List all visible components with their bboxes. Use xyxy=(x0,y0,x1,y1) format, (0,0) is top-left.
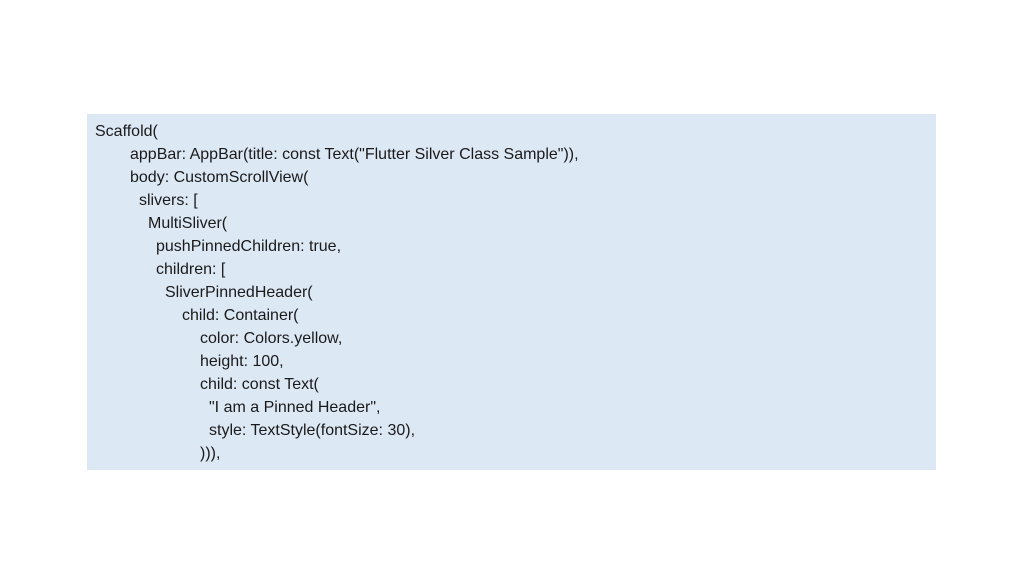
code-line-12: child: const Text( xyxy=(200,376,319,393)
code-line-2: appBar: AppBar(title: const Text("Flutte… xyxy=(130,146,579,163)
code-line-13: "I am a Pinned Header", xyxy=(209,399,381,416)
code-line-3: body: CustomScrollView( xyxy=(130,169,309,186)
code-line-4: slivers: [ xyxy=(139,192,198,209)
code-line-11: height: 100, xyxy=(200,353,284,370)
code-line-9: child: Container( xyxy=(182,307,299,324)
code-line-8: SliverPinnedHeader( xyxy=(165,284,313,301)
code-line-10: color: Colors.yellow, xyxy=(200,330,343,347)
code-line-6: pushPinnedChildren: true, xyxy=(156,238,342,255)
code-line-5: MultiSliver( xyxy=(148,215,228,232)
code-line-15: ))), xyxy=(200,445,221,462)
code-line-14: style: TextStyle(fontSize: 30), xyxy=(209,422,416,439)
code-line-7: children: [ xyxy=(156,261,226,278)
code-line-1: Scaffold( xyxy=(95,123,158,140)
code-snippet-box: Scaffold( appBar: AppBar(title: const Te… xyxy=(87,114,936,470)
